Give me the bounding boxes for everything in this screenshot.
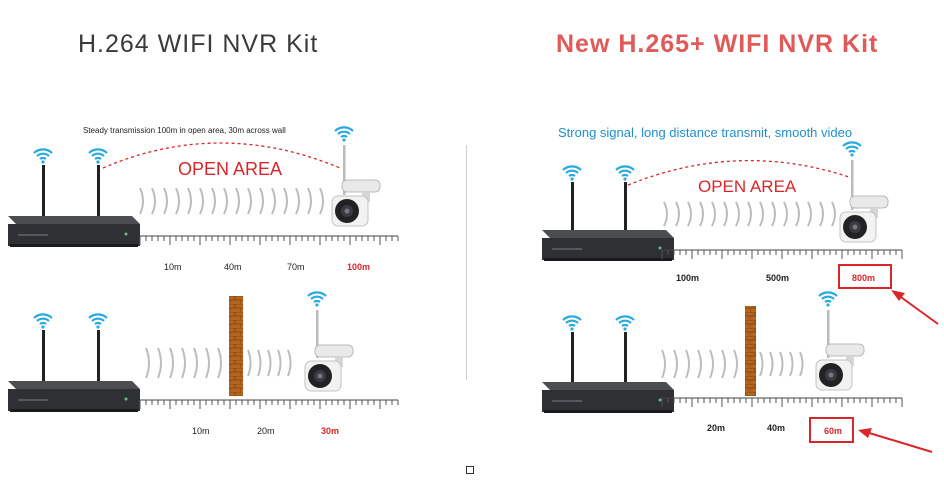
wifi-icon <box>32 148 54 165</box>
wifi-icon <box>87 313 109 330</box>
wifi-icon <box>333 126 355 143</box>
signal-waves <box>139 187 324 215</box>
tick-label: 100m <box>347 262 370 272</box>
left-top-scene: Steady transmission 100m in open area, 3… <box>8 126 398 272</box>
right-top-scene: Strong signal, long distance transmit, s… <box>542 125 939 325</box>
nvr-recorder <box>542 382 674 413</box>
brick-wall <box>229 296 243 396</box>
wifi-icon <box>614 315 636 332</box>
brick-wall <box>745 306 756 396</box>
tick-label: 60m <box>824 426 842 436</box>
tick-label: 20m <box>707 423 725 433</box>
highlight-box <box>838 264 892 289</box>
wifi-icon <box>561 315 583 332</box>
wifi-icon <box>87 148 109 165</box>
arrow-icon <box>858 428 933 453</box>
nvr-recorder <box>8 381 140 412</box>
wifi-icon <box>841 141 863 158</box>
tick-label: 500m <box>766 273 789 283</box>
tick-label: 20m <box>257 426 275 436</box>
tick-label: 800m <box>852 273 875 283</box>
left-area-label: OPEN AREA <box>178 159 282 179</box>
camera <box>304 344 354 392</box>
wifi-icon <box>32 313 54 330</box>
tick-label: 10m <box>164 262 182 272</box>
nvr-recorder <box>542 230 674 261</box>
left-bottom-scene: 10m 20m 30m <box>8 291 398 436</box>
tick-label: 70m <box>287 262 305 272</box>
right-area-label: OPEN AREA <box>698 177 797 196</box>
nvr-recorder <box>8 216 140 247</box>
camera <box>331 179 381 227</box>
arrow-icon <box>891 290 939 325</box>
signal-waves <box>145 347 292 379</box>
tick-label: 40m <box>767 423 785 433</box>
wifi-icon <box>614 165 636 182</box>
resize-handle-icon <box>466 466 474 474</box>
tick-label: 10m <box>192 426 210 436</box>
wifi-icon <box>817 291 839 308</box>
right-title: New H.265+ WIFI NVR Kit <box>556 30 879 58</box>
left-subtitle: Steady transmission 100m in open area, 3… <box>83 126 286 135</box>
tick-label: 100m <box>676 273 699 283</box>
tick-label: 40m <box>224 262 242 272</box>
tick-label: 30m <box>321 426 339 436</box>
camera <box>839 195 889 243</box>
wifi-icon <box>306 291 328 308</box>
signal-waves <box>661 349 804 379</box>
right-subtitle: Strong signal, long distance transmit, s… <box>558 125 852 140</box>
left-title: H.264 WIFI NVR Kit <box>78 30 319 58</box>
signal-waves <box>663 201 836 227</box>
wifi-icon <box>561 165 583 182</box>
right-bottom-scene: 20m 40m 60m <box>542 291 933 453</box>
center-divider <box>466 145 467 380</box>
camera <box>815 343 865 391</box>
highlight-box <box>809 417 854 443</box>
